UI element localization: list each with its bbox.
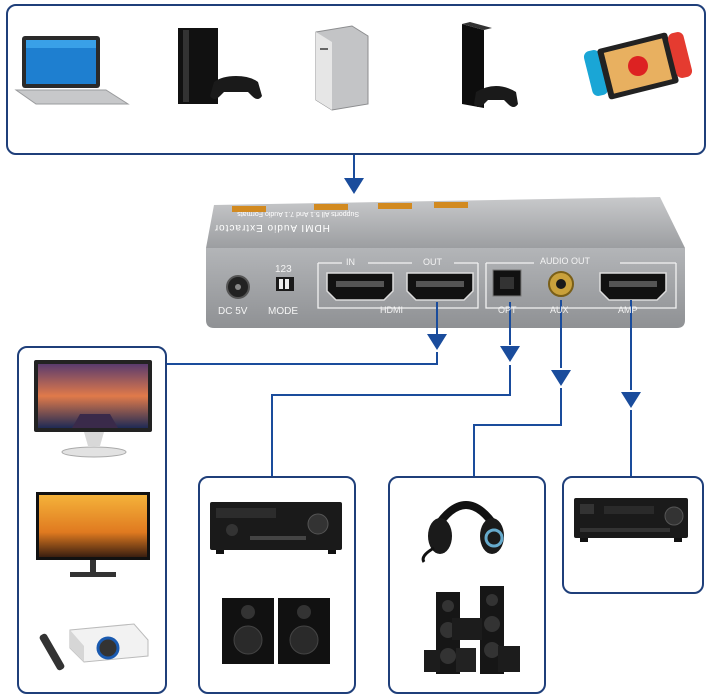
laptop-icon — [14, 36, 130, 105]
connection-arrows — [167, 155, 632, 476]
av-receiver-icon — [210, 502, 342, 554]
monitor-icon — [34, 360, 152, 458]
tv-icon — [36, 492, 150, 577]
mode-switch-label: MODE — [268, 306, 298, 317]
dc-power-label: DC 5V — [218, 306, 248, 317]
gaming-headset-icon — [421, 501, 504, 563]
amplifier-icon — [574, 498, 688, 542]
bookshelf-speakers-icon — [222, 598, 330, 664]
arrow-heads — [344, 178, 641, 408]
device-title: HDMI Audio Extractor — [213, 222, 330, 233]
aux-label: AUX — [550, 305, 569, 315]
xbox-console-icon — [462, 22, 518, 108]
amp-label: AMP — [618, 305, 638, 315]
ps4-console-icon — [178, 28, 262, 104]
hdmi-group-label: HDMI — [380, 305, 403, 315]
hdmi-in-label: IN — [346, 257, 355, 267]
hdmi-audio-extractor-device — [206, 197, 685, 328]
projector-icon — [39, 623, 149, 671]
desktop-pc-icon — [315, 25, 369, 111]
hdmi-out-label: OUT — [423, 257, 442, 267]
mode-switch-numbers: 123 — [275, 264, 292, 275]
opt-label: OPT — [498, 305, 517, 315]
home-theater-speakers-icon — [424, 586, 520, 674]
nintendo-switch-icon — [583, 32, 693, 100]
device-subtitle: Supports All 5.1 And 7.1 Audio Formats — [237, 210, 360, 217]
audio-out-label: AUDIO OUT — [540, 256, 591, 266]
